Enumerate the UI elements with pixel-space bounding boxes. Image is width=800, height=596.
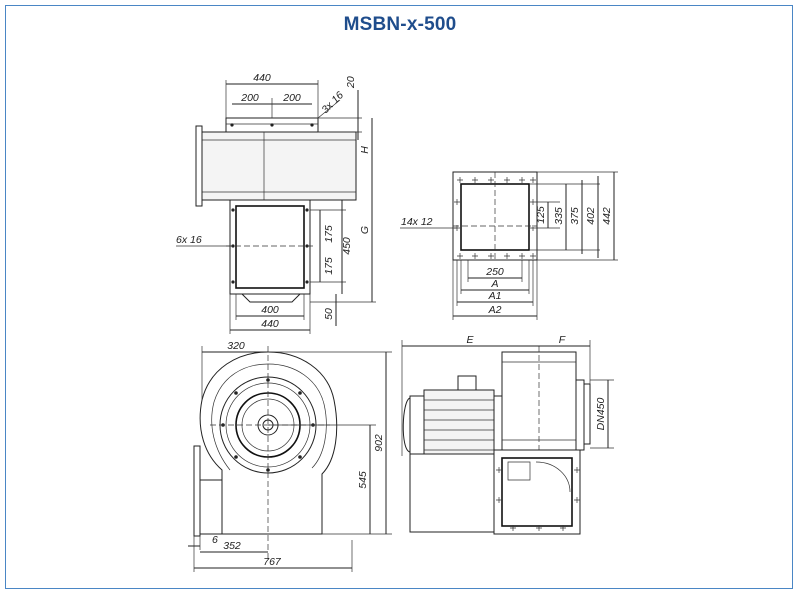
side-view: 320 902 545 6 352 767	[188, 340, 392, 572]
dim-402: 402	[585, 207, 597, 225]
front-view: E F DN450	[401, 334, 614, 535]
dim-902: 902	[373, 434, 385, 452]
outlet-box	[493, 449, 581, 535]
dim-F: F	[559, 334, 566, 346]
dim-A2: A2	[488, 304, 502, 316]
side-outlet	[199, 479, 223, 535]
outlet-duct	[229, 199, 311, 295]
dim-A1: A1	[488, 290, 502, 302]
dim-G: G	[359, 226, 371, 234]
dim-320: 320	[227, 340, 245, 352]
dim-3x16: 3x 16	[319, 89, 346, 116]
drawing-title: MSBN-x-500	[343, 14, 457, 35]
base-frame-left	[409, 453, 495, 533]
dim-20: 20	[345, 76, 357, 89]
dim-352: 352	[223, 540, 241, 552]
dim-440-top: 440	[253, 72, 271, 84]
motor-body	[423, 389, 495, 459]
top-view: 440 200 200 3x 16 20 H G 6x 16 175 175 4…	[176, 72, 376, 334]
dim-250: 250	[485, 266, 504, 278]
dim-175-a: 175	[323, 225, 335, 243]
dim-125: 125	[535, 206, 547, 224]
dim-442: 442	[601, 207, 613, 225]
dim-375: 375	[569, 207, 581, 225]
flange-view: 14x 12 125 335 375 402 442 250 A A1 A2	[400, 171, 618, 320]
housing-body	[199, 131, 357, 201]
dim-335: 335	[553, 207, 565, 225]
dim-DN450: DN450	[595, 397, 607, 430]
dim-50: 50	[323, 308, 335, 320]
motor-endcap	[409, 395, 425, 455]
drawing-frame	[5, 5, 793, 589]
dim-200-right: 200	[282, 92, 301, 104]
dim-A: A	[490, 278, 498, 290]
side-outlet-flange	[193, 445, 201, 537]
terminal-box	[457, 375, 477, 391]
dim-545: 545	[357, 471, 369, 489]
dim-400: 400	[261, 304, 279, 316]
dim-E: E	[466, 334, 474, 346]
left-flange-tab	[195, 125, 203, 207]
dim-H: H	[359, 146, 371, 154]
inlet-collar	[575, 379, 585, 451]
dim-175-b: 175	[323, 257, 335, 275]
dim-440-bottom: 440	[261, 318, 279, 330]
dim-450: 450	[341, 237, 353, 255]
dim-14x12: 14x 12	[401, 216, 433, 228]
dim-200-left: 200	[240, 92, 259, 104]
dim-6: 6	[212, 534, 218, 546]
dim-767: 767	[263, 556, 282, 568]
dim-6x16: 6x 16	[176, 234, 202, 246]
